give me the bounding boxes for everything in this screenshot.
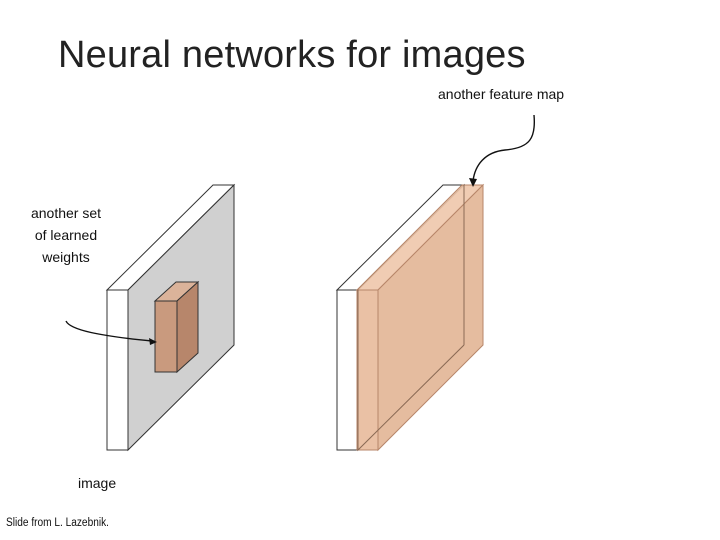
weights-label: another set of learned weights xyxy=(14,202,118,268)
feature-map-side-face xyxy=(377,183,484,452)
learned-weights-block xyxy=(153,280,200,374)
weights-label-line: weights xyxy=(42,249,90,265)
slide-title: Neural networks for images xyxy=(58,34,526,76)
image-label: image xyxy=(78,475,117,491)
image-front-face xyxy=(106,289,129,451)
feature-map-front-face xyxy=(356,289,379,451)
weights-label-line: of learned xyxy=(34,227,98,243)
feature-map-label: another feature map xyxy=(438,86,565,102)
weights-side-face xyxy=(176,280,199,374)
feature-map-arrow xyxy=(469,114,536,187)
weights-front-face xyxy=(154,300,178,373)
weights-arrow xyxy=(65,320,157,345)
slide-credit: Slide from L. Lazebnik. xyxy=(6,517,109,529)
prev-map-front-face xyxy=(336,289,359,451)
weights-label-line: another set xyxy=(30,205,102,221)
feature-map-volume xyxy=(335,183,485,452)
